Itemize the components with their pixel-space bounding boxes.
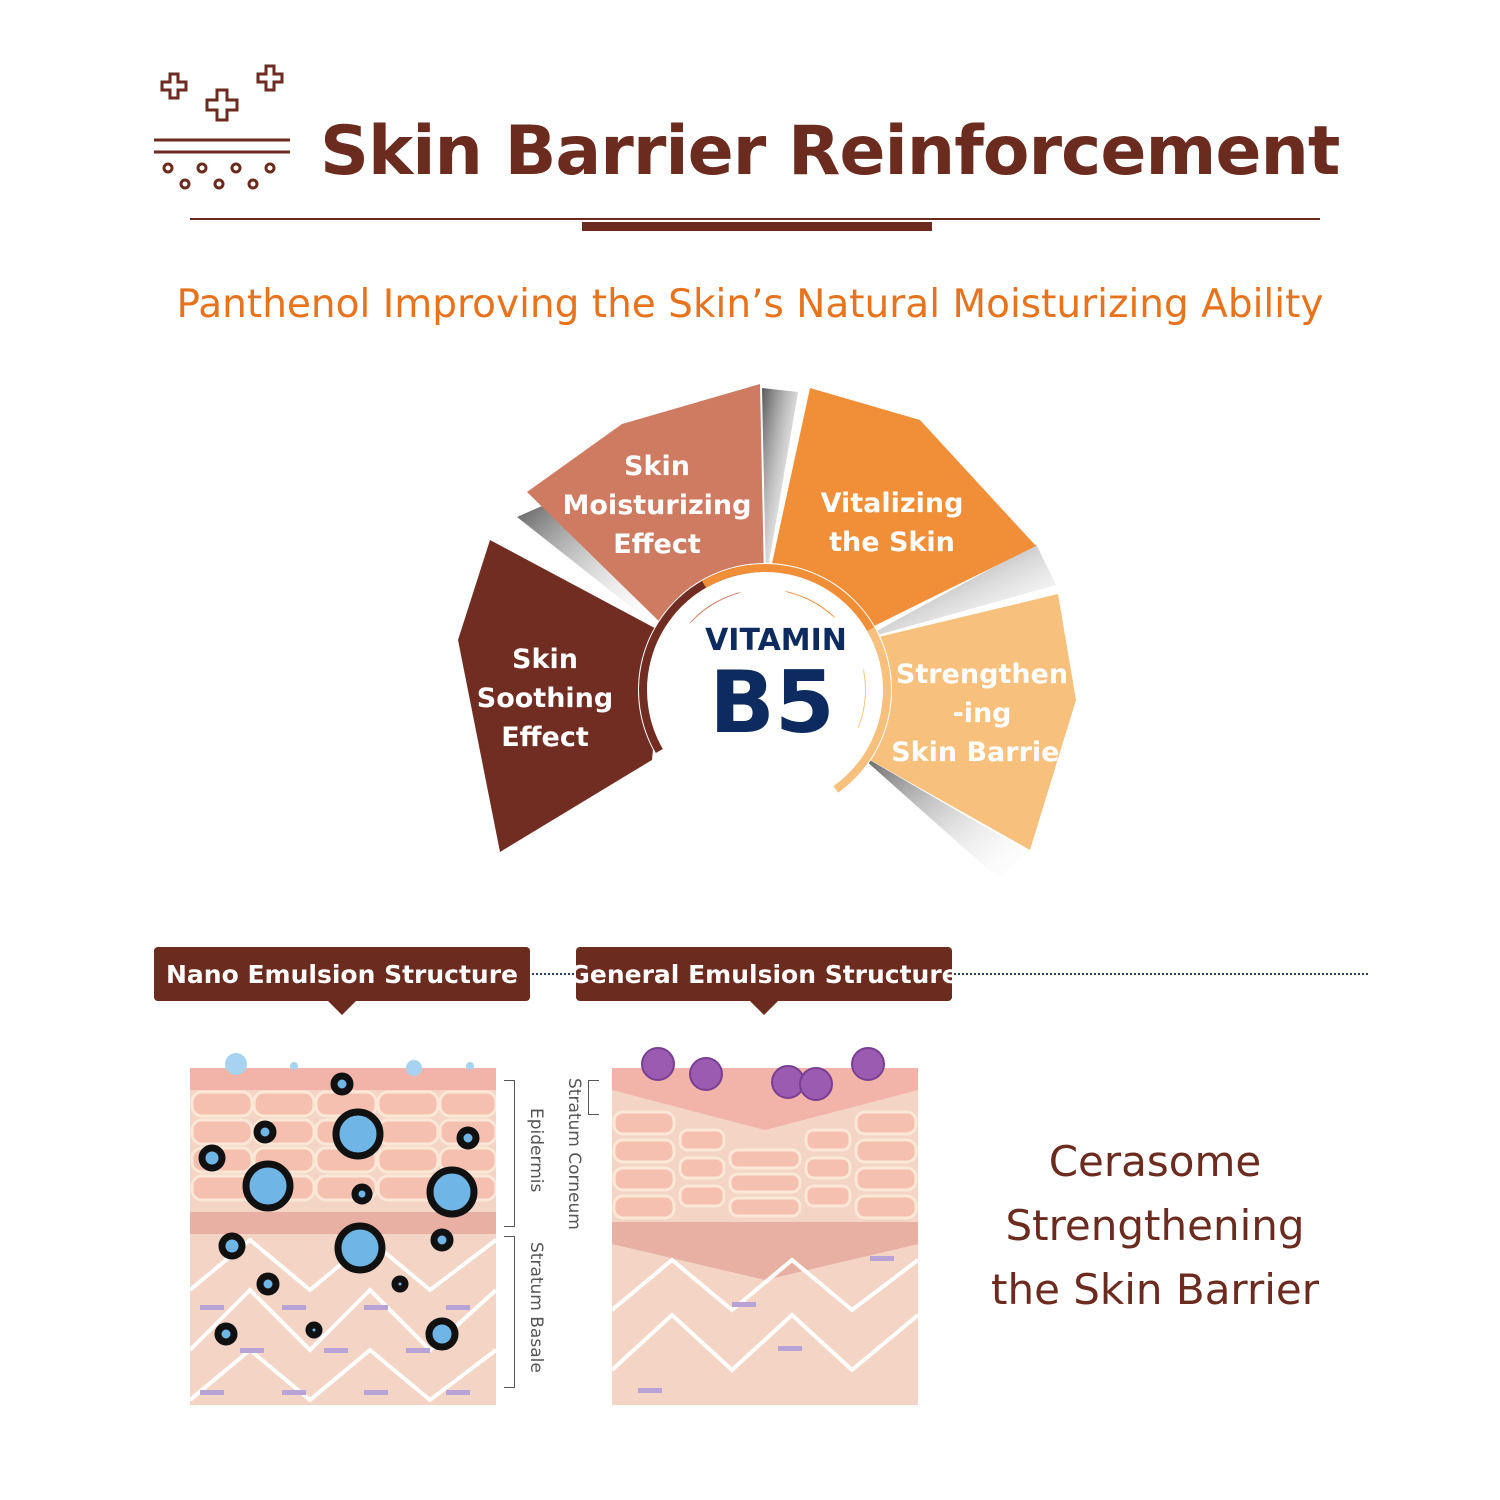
segment-label-strengthening-3: Skin Barrier	[891, 737, 1073, 768]
cerasome-caption: Cerasome Strengthening the Skin Barrier	[960, 1130, 1350, 1322]
fold-shadow-3	[860, 544, 1056, 640]
epidermis-label: Epidermis	[526, 1108, 546, 1193]
inner-ring	[638, 563, 892, 817]
segment-moisturizing	[527, 384, 764, 634]
cerasome-line-2: Strengthening	[1005, 1201, 1305, 1250]
dotted-divider-2	[954, 973, 1368, 975]
segment-vitalizing	[768, 388, 1036, 632]
general-emulsion-label: General Emulsion Structure	[569, 959, 959, 989]
segment-label-vitalizing-2: the Skin	[829, 527, 955, 558]
segment-label-strengthening-2: -ing	[952, 698, 1011, 729]
page-subtitle: Panthenol Improving the Skin’s Natural M…	[176, 282, 1324, 327]
epidermis-bracket	[504, 1080, 515, 1227]
fold-shadow-2	[762, 388, 798, 581]
page-title: Skin Barrier Reinforcement	[320, 112, 1340, 191]
segment-label-strengthening-1: Strengthen	[896, 659, 1068, 690]
center-vitamin-label: VITAMIN	[705, 623, 847, 658]
fold-shadow-4	[856, 752, 1028, 880]
center-b5-label: B5	[709, 653, 834, 753]
nano-emulsion-label: Nano Emulsion Structure	[165, 959, 519, 989]
segment-label-soothing-2: Soothing	[477, 683, 613, 714]
center-disc	[665, 590, 865, 790]
segment-label-moisturizing-1: Skin	[624, 451, 690, 482]
segment-label-vitalizing-1: Vitalizing	[821, 488, 964, 519]
segment-label-soothing-3: Effect	[501, 722, 589, 753]
stratum-corneum-label: Stratum Corneum	[564, 1078, 584, 1230]
segment-strengthening	[856, 594, 1076, 850]
skin-barrier-icon	[154, 64, 290, 190]
segment-soothing	[458, 540, 664, 852]
cerasome-line-1: Cerasome	[1048, 1137, 1262, 1186]
corneum-bracket	[588, 1080, 599, 1115]
cerasome-line-3: the Skin Barrier	[990, 1265, 1320, 1314]
dotted-divider-1	[532, 973, 574, 975]
nano-skin-diagram	[190, 1053, 496, 1405]
fold-shadow-1	[517, 498, 664, 633]
segment-label-moisturizing-2: Moisturizing	[563, 490, 752, 521]
segment-label-moisturizing-3: Effect	[613, 529, 701, 560]
basale-bracket	[504, 1236, 515, 1388]
nano-emulsion-tag: Nano Emulsion Structure	[154, 947, 530, 1015]
inner-ring-peach	[639, 564, 891, 816]
general-skin-diagram	[612, 1047, 918, 1405]
segment-label-soothing-1: Skin	[512, 644, 578, 675]
general-emulsion-tag: General Emulsion Structure	[569, 947, 959, 1015]
title-underline	[190, 218, 1320, 220]
title-underline-accent	[582, 222, 932, 231]
stratum-basale-label: Stratum Basale	[526, 1242, 546, 1373]
